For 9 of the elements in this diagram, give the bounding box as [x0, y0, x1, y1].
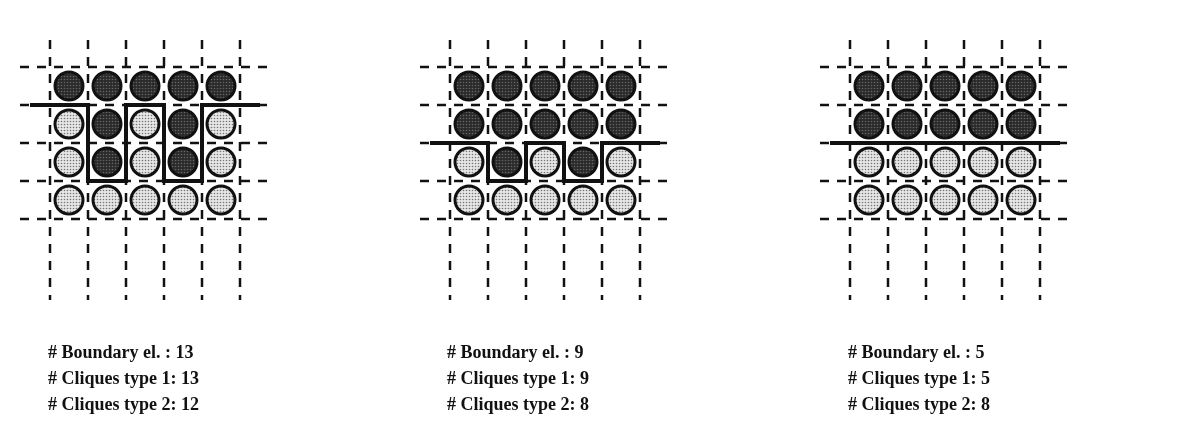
count-text: # Cliques type 1: 9	[447, 367, 589, 389]
count-text: # Boundary el. : 13	[48, 341, 194, 363]
count-text: # Cliques type 2: 8	[848, 393, 990, 415]
count-text: # Boundary el. : 9	[447, 341, 584, 363]
count-text: # Cliques type 2: 12	[48, 393, 199, 415]
count-text: # Boundary el. : 5	[848, 341, 985, 363]
count-text: # Cliques type 1: 13	[48, 367, 199, 389]
count-text: # Cliques type 2: 8	[447, 393, 589, 415]
count-text: # Cliques type 1: 5	[848, 367, 990, 389]
